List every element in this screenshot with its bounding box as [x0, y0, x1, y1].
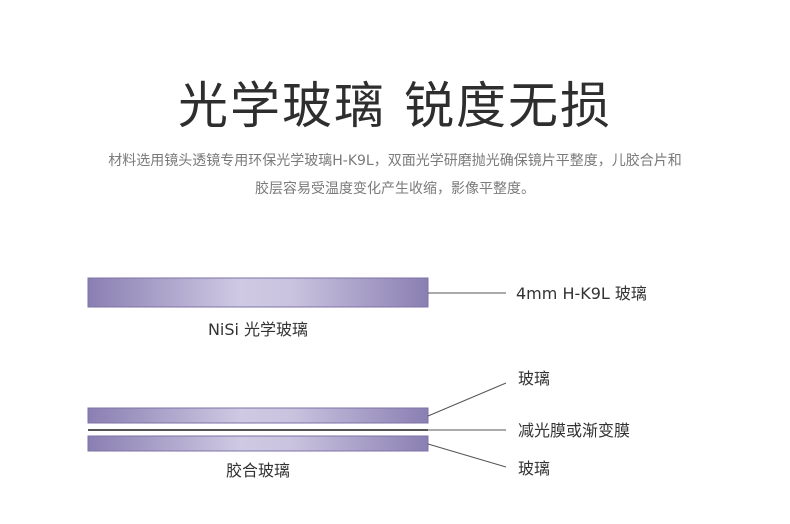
- lower-glass-callout: 玻璃: [518, 459, 551, 478]
- description-line-1: 材料选用镜头透镜专用环保光学玻璃H-K9L，双面光学研磨抛光确保镜片平整度，儿胶…: [108, 153, 682, 169]
- film-callout: 减光膜或渐变膜: [518, 421, 631, 440]
- page-title: 光学玻璃 锐度无损: [178, 76, 612, 135]
- optical-glass-callout: 4mm H-K9L 玻璃: [516, 284, 647, 303]
- lower-glass-leader-line: [427, 443, 507, 468]
- laminated-glass-upper-panel: [87, 407, 429, 424]
- upper-glass-callout: 玻璃: [518, 369, 551, 388]
- description-line-2: 胶层容易受温度变化产生收缩，影像平整度。: [255, 181, 535, 197]
- optical-glass-caption: NiSi 光学玻璃: [207, 320, 309, 339]
- optical-glass-panel: [87, 277, 429, 308]
- laminated-glass-caption: 胶合玻璃: [225, 461, 290, 480]
- laminated-glass-lower-panel: [87, 435, 429, 452]
- upper-glass-leader-line: [427, 382, 507, 417]
